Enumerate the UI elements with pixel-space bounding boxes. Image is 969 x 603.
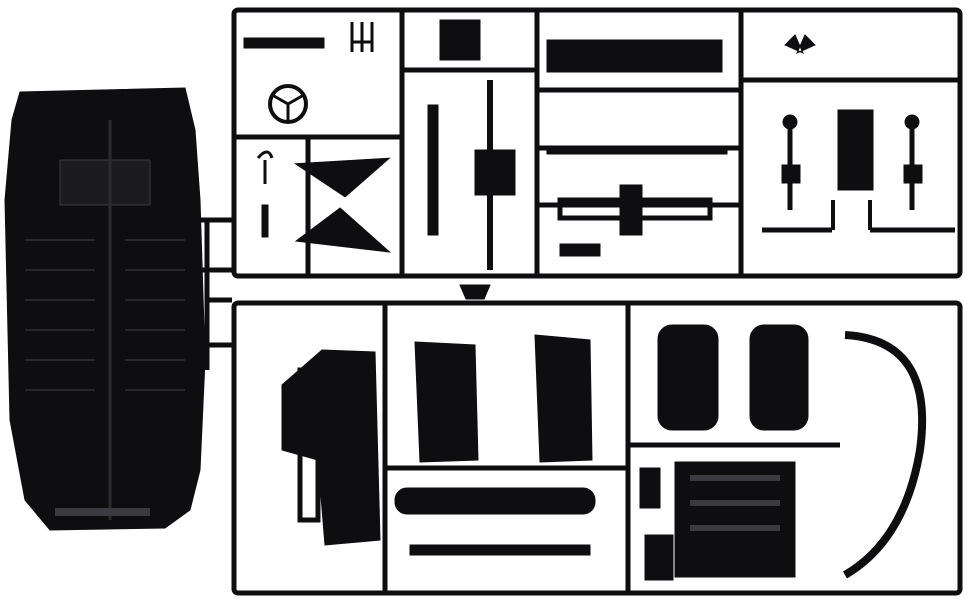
chassis-floor-pan xyxy=(4,87,232,531)
lower-sprue-parts xyxy=(281,324,927,581)
lower-sprue xyxy=(231,300,963,596)
upper-sprue-parts xyxy=(243,19,955,300)
